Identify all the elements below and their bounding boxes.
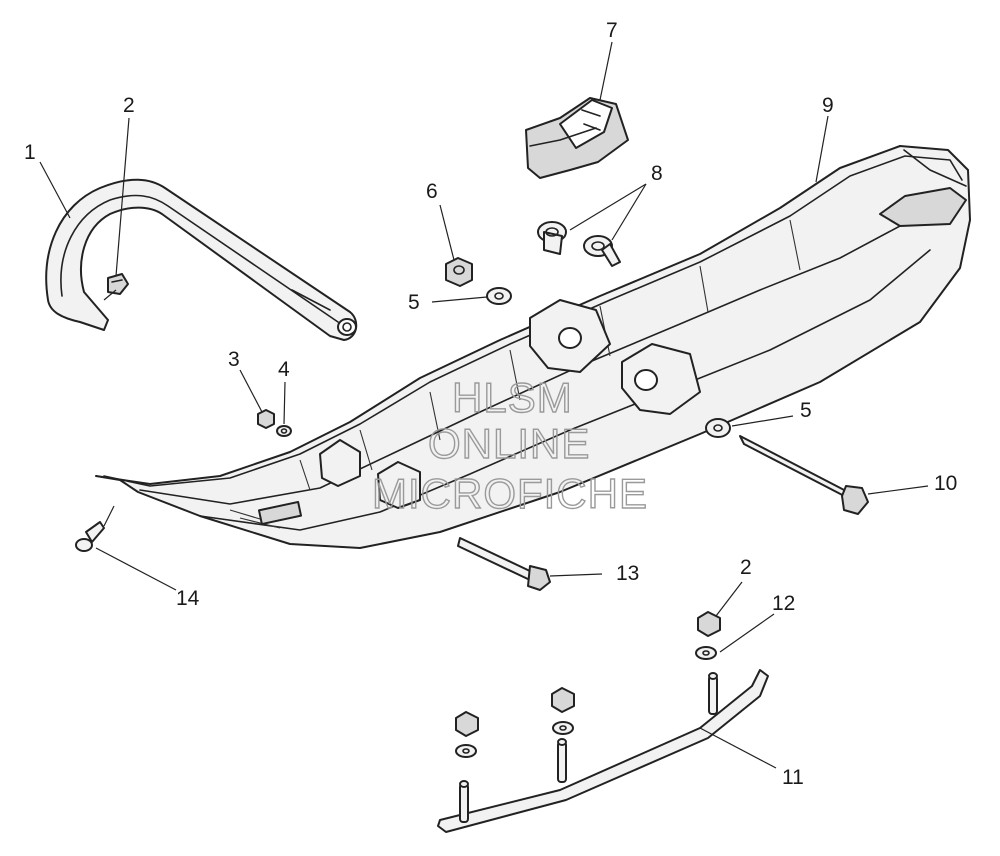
part-2-nut-runner[interactable] [455,611,721,737]
callout-2-runner: 2 [740,556,752,579]
callout-1: 1 [24,141,36,164]
callout-5-lower: 5 [800,399,812,422]
watermark-line-1: HLSM [452,374,573,421]
part-11-runner[interactable] [437,669,769,833]
part-2-nut-handle[interactable] [107,273,129,295]
callout-11: 11 [782,766,804,789]
callout-4: 4 [278,358,290,381]
callout-2-handle: 2 [123,94,135,117]
watermark: HLSM ONLINE MICROFICHE [371,373,648,517]
callout-7: 7 [606,19,618,42]
watermark-line-2: ONLINE [428,420,590,467]
part-14-rivet[interactable] [75,521,105,552]
part-6-nut[interactable] [445,257,473,287]
part-7-saddle-block[interactable] [525,97,629,179]
part-3-nut[interactable] [257,409,275,429]
part-12-washers[interactable] [455,646,717,758]
callout-14: 14 [176,587,200,610]
part-8-bushings[interactable] [537,221,621,267]
watermark-line-3: MICROFICHE [372,470,648,517]
callout-6: 6 [426,180,438,203]
part-9-ski[interactable] [95,145,971,549]
callout-13: 13 [616,562,639,585]
callout-5-upper: 5 [408,291,420,314]
part-13-bolt[interactable] [457,537,551,591]
callout-10: 10 [934,472,957,495]
part-1-handle[interactable] [45,178,358,341]
callout-3: 3 [228,348,240,371]
callout-9: 9 [822,94,834,117]
callout-labels: 1 2 2 3 4 5 5 6 7 8 9 10 11 12 13 14 [24,19,957,789]
part-5-washer-upper[interactable] [486,287,512,305]
part-4-washer[interactable] [276,425,292,437]
leader-lines [39,41,929,769]
part-10-bolt[interactable] [739,435,869,515]
part-5-washer-lower[interactable] [705,418,731,438]
callout-12: 12 [772,592,795,615]
callout-8: 8 [651,162,663,185]
